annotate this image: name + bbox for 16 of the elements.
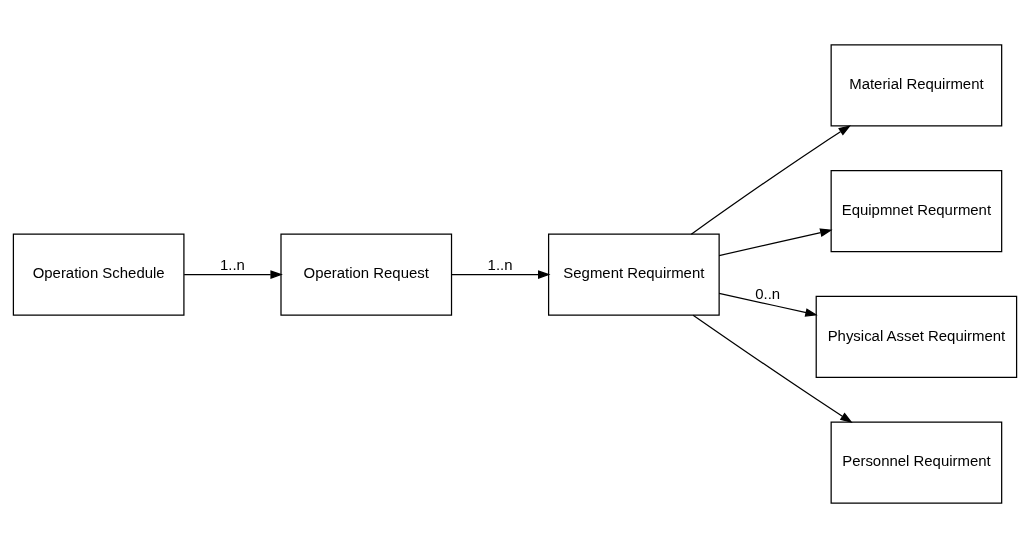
node-box: Personnel Requirment [830, 421, 1003, 504]
node-box: Operation Schedule [12, 233, 185, 316]
edge-label: 1..n [220, 255, 245, 273]
edge-label: 1..n [487, 255, 513, 273]
node-box: Equipmnet Requrment [830, 169, 1003, 252]
edge-label: 0..n [755, 284, 781, 302]
node-box: Operation Request [280, 233, 453, 316]
arrow [692, 314, 853, 423]
arrow [690, 124, 851, 235]
arrow [718, 227, 833, 256]
node-box: Physical Asset Requirment [815, 295, 1018, 378]
node-box: Material Requirment [830, 43, 1003, 126]
arrow [183, 269, 283, 279]
arrow [451, 269, 551, 279]
arrow [718, 292, 818, 317]
node-box: Segment Requirment [548, 233, 720, 316]
